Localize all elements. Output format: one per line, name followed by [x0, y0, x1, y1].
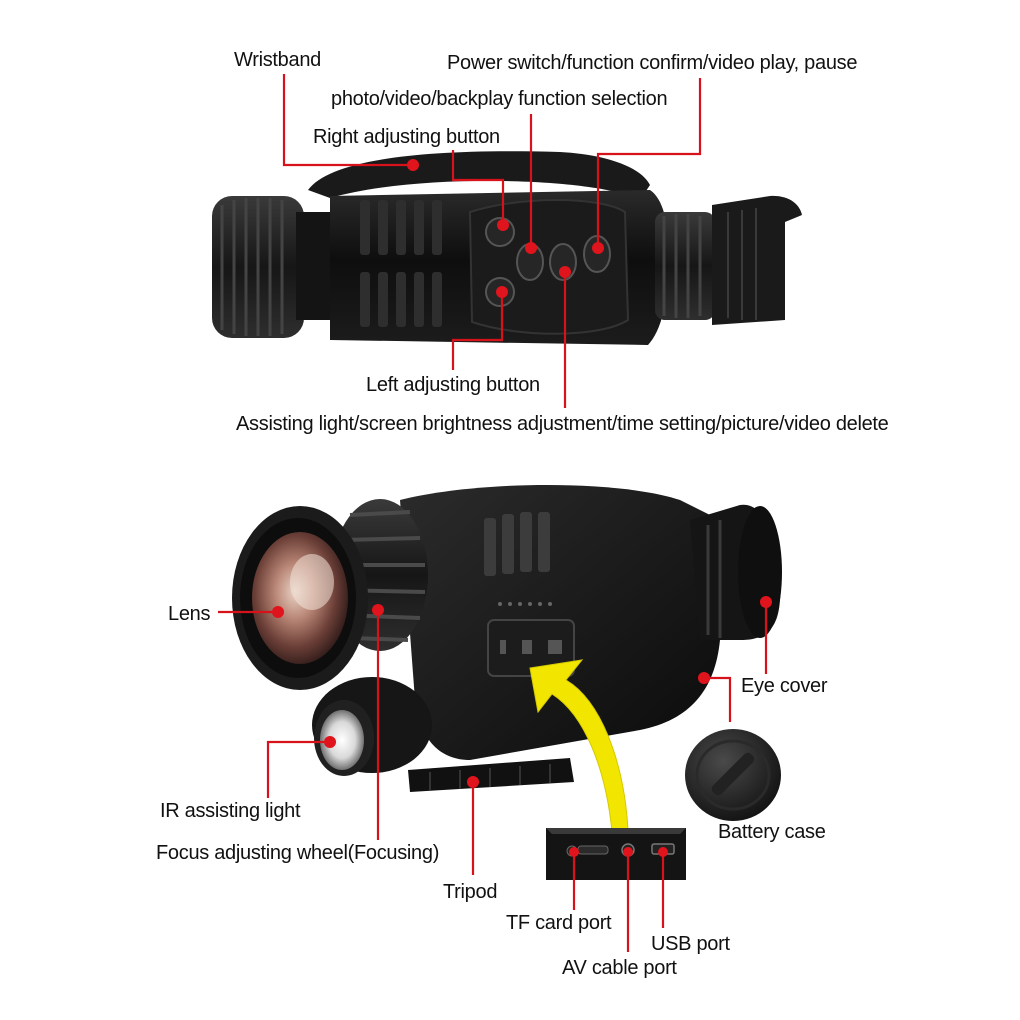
label-right-adjusting: Right adjusting button	[313, 126, 500, 148]
label-wristband: Wristband	[234, 49, 321, 71]
tf-slot	[577, 845, 609, 855]
bottom-device	[232, 485, 782, 833]
label-power-switch: Power switch/function confirm/video play…	[447, 52, 858, 74]
top-leader-lines	[282, 74, 702, 408]
bottom-leader-lines	[218, 596, 772, 952]
label-tripod: Tripod	[443, 881, 498, 903]
label-lens: Lens	[168, 603, 211, 625]
label-usb-port: USB port	[651, 933, 730, 955]
label-ir-light: IR assisting light	[160, 800, 301, 822]
label-eye-cover: Eye cover	[741, 675, 828, 697]
label-av-cable: AV cable port	[562, 957, 677, 979]
top-device	[212, 151, 802, 345]
battery-case	[685, 729, 781, 821]
label-function-selection: photo/video/backplay function selection	[331, 88, 668, 110]
label-focus-wheel: Focus adjusting wheel(Focusing)	[156, 842, 440, 864]
ir-lamp	[320, 710, 364, 770]
label-tf-card: TF card port	[506, 912, 612, 934]
label-left-adjusting: Left adjusting button	[366, 374, 540, 396]
label-assisting-light: Assisting light/screen brightness adjust…	[236, 413, 889, 435]
wristband-strap	[308, 151, 650, 200]
eye-cover-rim	[738, 506, 782, 638]
label-battery-case: Battery case	[718, 821, 826, 843]
